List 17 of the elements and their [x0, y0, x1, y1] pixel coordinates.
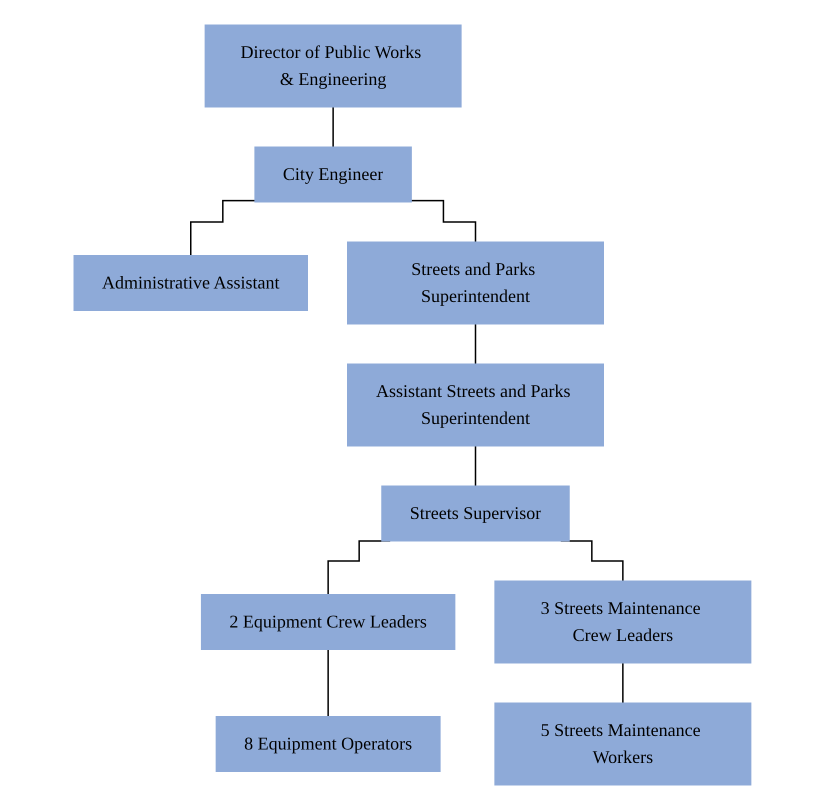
- node-box: 5 Streets Maintenance Workers: [494, 702, 751, 786]
- node-box: Assistant Streets and Parks Superintendent: [346, 364, 604, 446]
- connector: [410, 200, 476, 243]
- connector: [474, 323, 476, 365]
- node-box: 3 Streets Maintenance Crew Leaders: [494, 580, 751, 664]
- node-box: Streets and Parks Superintendent: [346, 242, 604, 324]
- connector: [622, 662, 624, 704]
- node-box: City Engineer: [254, 146, 412, 202]
- connector: [190, 200, 254, 256]
- connector: [332, 106, 334, 148]
- node-box: 8 Equipment Operators: [215, 716, 440, 772]
- node-box: Streets Supervisor: [380, 486, 570, 542]
- node-box: 2 Equipment Crew Leaders: [200, 594, 455, 650]
- connector: [474, 445, 476, 487]
- node-box: Director of Public Works & Engineering: [204, 24, 462, 108]
- connector: [326, 648, 328, 718]
- node-box: Administrative Assistant: [73, 255, 308, 311]
